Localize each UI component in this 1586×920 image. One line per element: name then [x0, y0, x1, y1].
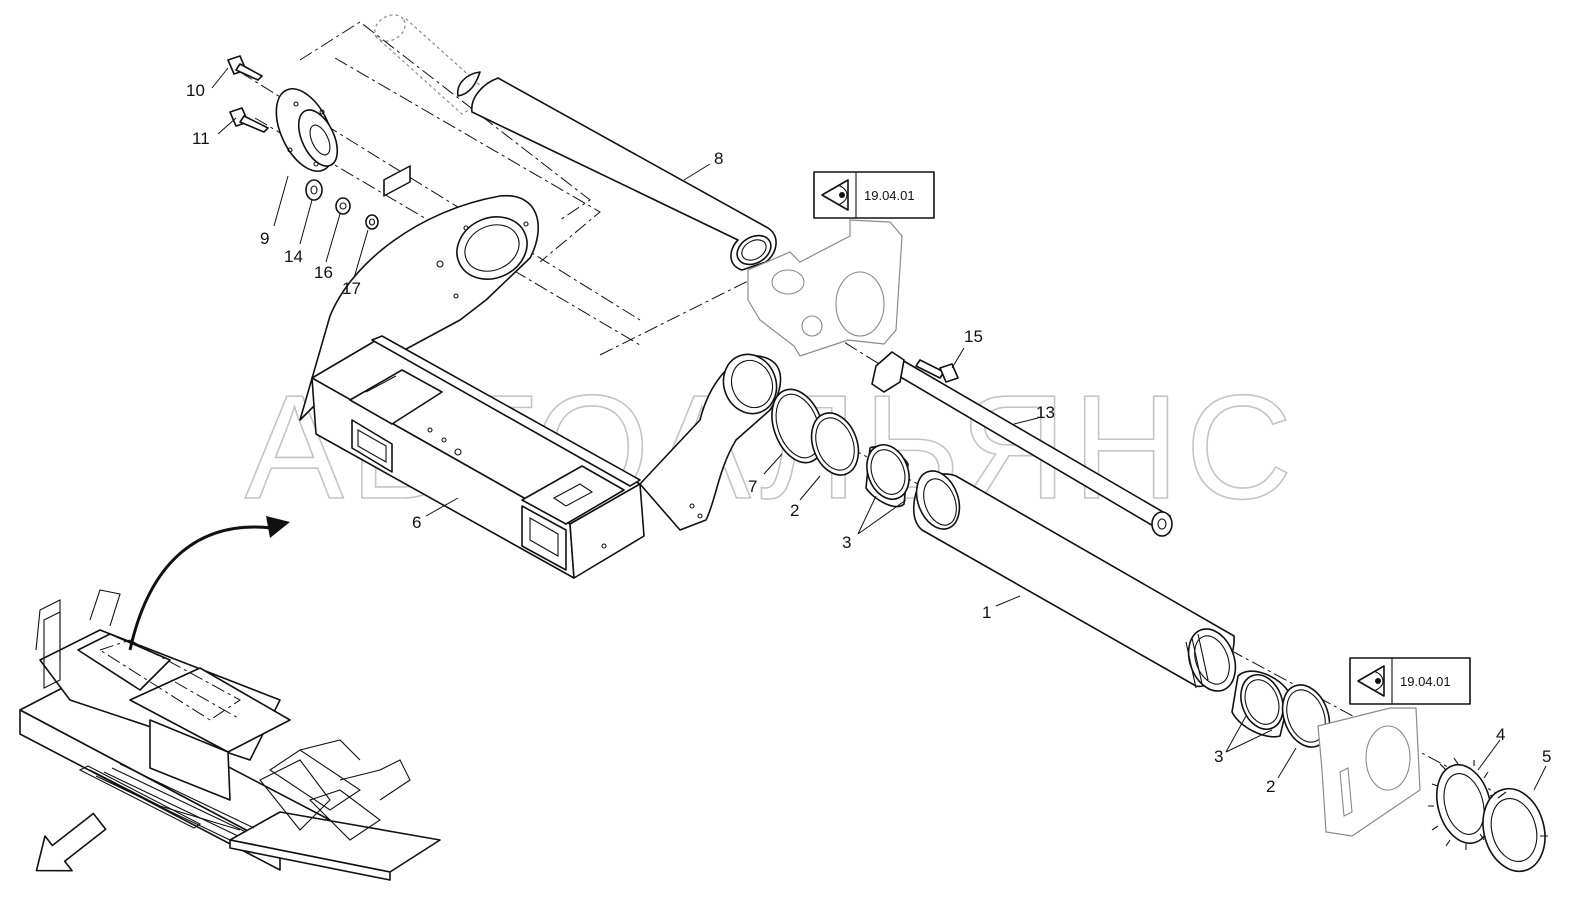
callout-6: 6 [412, 513, 421, 532]
callout-numbers: 10 11 9 14 16 17 8 6 7 2 3 15 13 1 3 2 4… [186, 81, 1551, 796]
callout-5: 5 [1542, 747, 1551, 766]
ghost-mount-plate-bottom [1317, 707, 1421, 837]
callout-16: 16 [314, 263, 333, 282]
callout-13: 13 [1036, 403, 1055, 422]
reference-box-bottom[interactable]: 19.04.01 [1349, 657, 1471, 705]
flange-9 [275, 88, 339, 172]
callout-14: 14 [284, 247, 303, 266]
frame-6 [299, 165, 782, 579]
callout-3: 3 [1214, 747, 1223, 766]
leader-lines [211, 67, 1547, 791]
seal-2-lower [1281, 684, 1331, 748]
washer-16 [335, 197, 351, 215]
detail-pointer-arrow [128, 516, 290, 651]
callout-8: 8 [714, 149, 723, 168]
ghost-mount-plate-top [747, 219, 903, 357]
lock-washer-4 [1428, 757, 1497, 850]
callout-4: 4 [1496, 725, 1505, 744]
callout-2: 2 [790, 501, 799, 520]
callout-15: 15 [964, 327, 983, 346]
reference-box-top[interactable]: 19.04.01 [813, 171, 935, 219]
seal-2-upper [810, 412, 860, 476]
callout-17: 17 [342, 279, 361, 298]
callout-11: 11 [192, 129, 210, 148]
machine-overview-illustration [19, 589, 441, 881]
callout-2: 2 [1266, 777, 1275, 796]
washer-17 [365, 214, 379, 230]
bolt-10 [227, 55, 263, 81]
bolt-11 [229, 107, 269, 133]
callout-10: 10 [186, 81, 205, 100]
pipe-8 [456, 71, 777, 271]
cylinder-1 [912, 470, 1237, 692]
eye-view-icon [821, 179, 849, 211]
reference-label: 19.04.01 [864, 188, 915, 203]
bushing-3-lower [1231, 670, 1291, 738]
bushing-3-upper [865, 444, 910, 508]
lock-nut-5 [1482, 787, 1548, 873]
reference-label: 19.04.01 [1400, 674, 1451, 689]
callout-9: 9 [260, 229, 269, 248]
callout-1: 1 [982, 603, 991, 622]
callout-3: 3 [842, 533, 851, 552]
bolt-15 [915, 359, 959, 383]
direction-arrow [35, 812, 107, 872]
rod-13 [871, 351, 1173, 537]
eye-view-icon [1357, 665, 1385, 697]
callout-7: 7 [748, 477, 757, 496]
nut-14 [305, 179, 323, 201]
